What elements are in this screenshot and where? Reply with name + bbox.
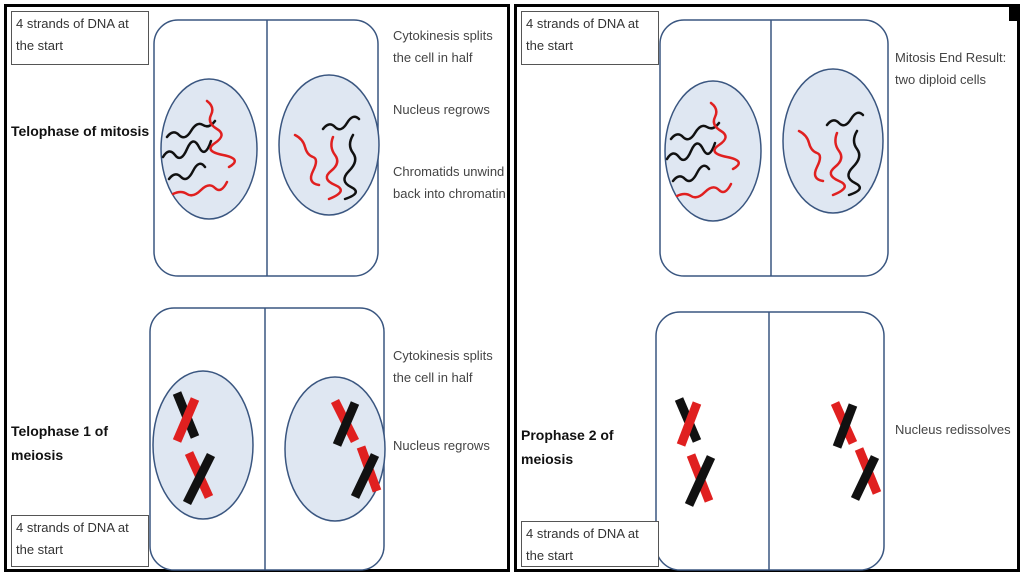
nucleus-right	[284, 376, 386, 522]
chromatin-right	[797, 111, 865, 197]
dna-start-box-bottom: 4 strands of DNA at the start	[521, 521, 659, 567]
chromatid-black	[332, 401, 360, 447]
chromatin-strand-black	[165, 119, 217, 139]
mitosis-note-cytokinesis: Cytokinesis splits the cell in half	[393, 28, 493, 65]
chromatin-strand-black	[167, 162, 207, 181]
nucleus-right	[278, 74, 380, 216]
chromatid-red	[172, 397, 200, 443]
dna-start-box-top: 4 strands of DNA at the start	[11, 11, 149, 65]
nucleus-left	[664, 80, 762, 222]
chromatid-black	[182, 452, 216, 506]
chromatin-strand-red	[709, 101, 740, 171]
chromatin-strand-black	[343, 133, 358, 201]
meiosis-note-redissolve: Nucleus redissolves	[895, 422, 1011, 437]
chromosomes-left	[674, 397, 716, 507]
chromatin-strand-red	[325, 135, 342, 201]
prophase-2-meiosis-title: Prophase 2 of meiosis	[521, 427, 614, 467]
chromatin-strand-red	[171, 180, 229, 197]
chromatid-black	[832, 403, 858, 449]
meiosis-note-nucleus: Nucleus regrows	[393, 438, 490, 453]
chromatid-black	[350, 453, 380, 499]
chromatin-strand-red	[293, 133, 321, 187]
chromatin-strand-black	[665, 141, 717, 162]
chromatin-strand-red	[829, 131, 846, 197]
right-panel: 4 strands of DNA at the start Mitosis En…	[514, 4, 1020, 572]
chromatid-black	[850, 455, 880, 501]
chromatin-left	[161, 99, 236, 197]
chromatin-right	[293, 115, 361, 201]
chromosomes-right	[830, 401, 882, 501]
chromatin-strand-black	[847, 129, 862, 197]
dna-start-box-bottom: 4 strands of DNA at the start	[11, 515, 149, 567]
chromatin-left	[665, 101, 740, 199]
chromatid-red	[676, 401, 702, 447]
mitosis-end-result-note: Mitosis End Result: two diploid cells	[895, 50, 1007, 87]
left-panel: 4 strands of DNA at the start Telophase …	[4, 4, 510, 572]
mitosis-end-cell-diagram	[659, 19, 889, 277]
chromosomes-right	[330, 398, 382, 499]
prophase-2-cell-diagram	[655, 311, 885, 571]
telophase-mitosis-title: Telophase of mitosis	[11, 123, 150, 139]
telophase-1-meiosis-title: Telophase 1 of meiosis	[11, 423, 108, 463]
chromatin-strand-red	[205, 99, 236, 169]
chromatin-strand-black	[321, 115, 361, 131]
nucleus-right	[782, 68, 884, 214]
mitosis-cell-diagram	[153, 19, 380, 277]
dna-start-box-top: 4 strands of DNA at the start	[521, 11, 659, 65]
mitosis-note-nucleus: Nucleus regrows	[393, 102, 490, 117]
nucleus-left	[152, 370, 254, 520]
chromatid-black	[684, 455, 716, 507]
nucleus-left	[160, 78, 258, 220]
chromatin-strand-red	[797, 129, 825, 183]
chromatin-strand-red	[675, 182, 733, 199]
meiosis-1-cell-diagram	[149, 307, 386, 571]
cell-membrane	[655, 311, 885, 571]
meiosis-note-cytokinesis: Cytokinesis splits the cell in half	[393, 348, 493, 385]
panel-corner-mark	[1009, 7, 1017, 21]
chromatin-strand-black	[825, 111, 865, 127]
chromatin-strand-black	[161, 139, 213, 160]
chromosomes-left	[172, 391, 216, 506]
chromatin-strand-black	[671, 164, 711, 183]
chromatin-strand-black	[669, 121, 721, 141]
mitosis-note-unwind: Chromatids unwind back into chromatin	[393, 164, 506, 201]
